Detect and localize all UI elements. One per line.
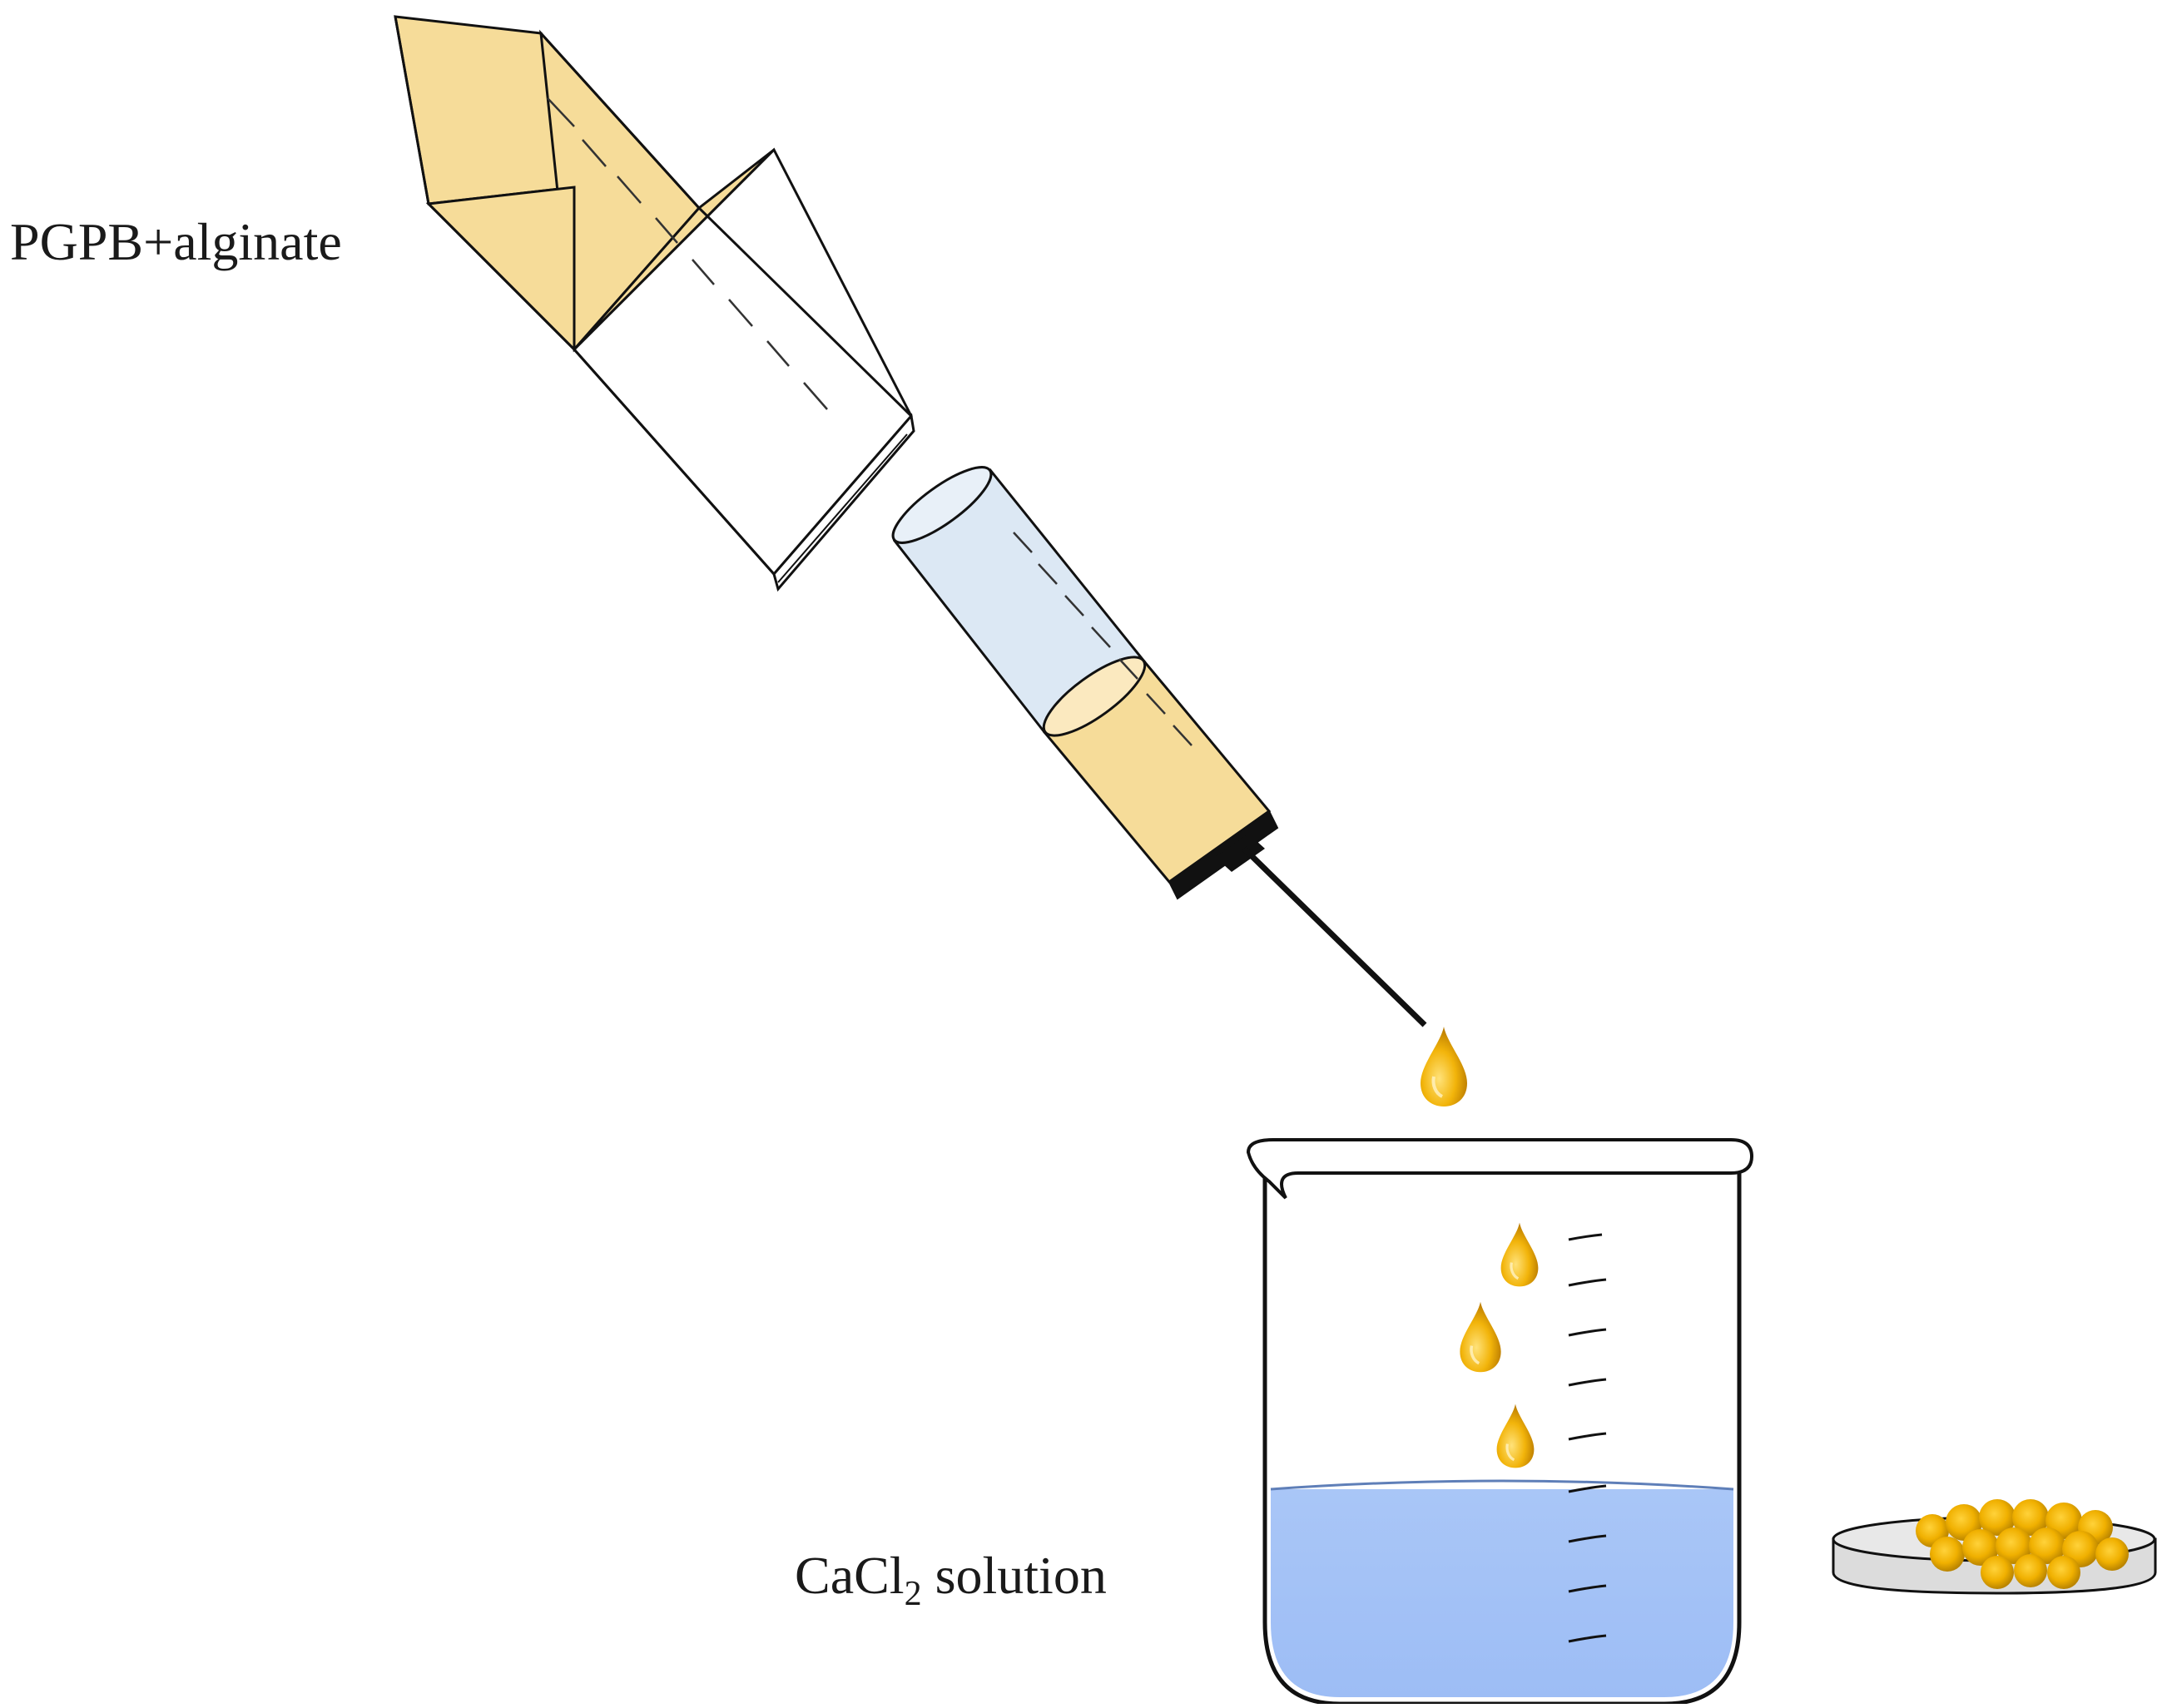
droplet-icon — [1499, 1221, 1540, 1288]
solution-label-suffix: solution — [922, 1546, 1107, 1605]
beaker-icon — [1246, 1138, 1754, 1706]
solution-label: CaCl2 solution — [795, 1546, 1107, 1613]
falcon-tube-icon — [394, 15, 915, 592]
cacl2-solution-fill — [1271, 1489, 1733, 1697]
syringe-icon — [891, 466, 1279, 900]
tube-label: PGPB+alginate — [10, 212, 342, 271]
alginate-bead-icon — [1916, 1499, 2129, 1589]
droplet-icon — [1495, 1403, 1536, 1469]
solution-label-subscript: 2 — [905, 1575, 922, 1613]
droplet-icon — [1458, 1300, 1503, 1374]
needle-icon — [1242, 846, 1427, 1027]
petri-dish-icon — [1832, 1499, 2157, 1595]
solution-label-prefix: CaCl — [795, 1546, 905, 1605]
droplet-icon — [1421, 1027, 1467, 1106]
